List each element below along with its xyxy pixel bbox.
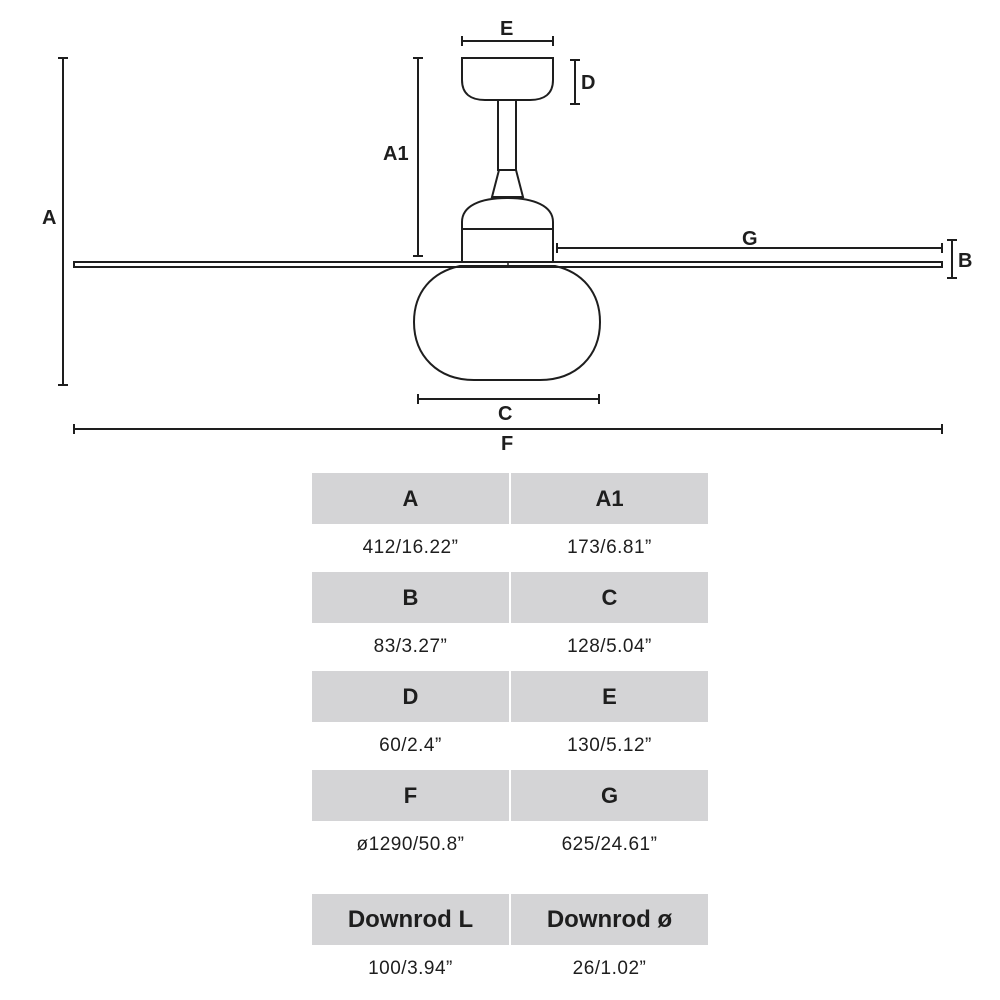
downrod-outline: [497, 99, 517, 171]
spec-header-row: A A1: [312, 473, 708, 524]
label-e: E: [500, 18, 513, 40]
spec-header-a: A: [312, 473, 509, 524]
spec-header-downrod-length: Downrod L: [312, 894, 509, 945]
spec-header-g: G: [511, 770, 708, 821]
label-g: G: [742, 228, 758, 250]
spec-value-row: 83/3.27” 128/5.04”: [312, 623, 708, 671]
spec-value-downrod-diameter: 26/1.02”: [511, 945, 708, 993]
spec-header-downrod-diameter: Downrod ø: [511, 894, 708, 945]
spec-header-e: E: [511, 671, 708, 722]
light-globe-outline: [412, 265, 602, 381]
spec-header-row: B C: [312, 572, 708, 623]
dimension-spec-table: A A1 412/16.22” 173/6.81” B C 83/3.27” 1…: [312, 473, 708, 993]
spec-value-downrod-length: 100/3.94”: [312, 945, 509, 993]
spec-value-row: ø1290/50.8” 625/24.61”: [312, 821, 708, 869]
spec-header-f: F: [312, 770, 509, 821]
spec-value-row: 412/16.22” 173/6.81”: [312, 524, 708, 572]
spec-value-f: ø1290/50.8”: [312, 821, 509, 869]
label-a: A: [42, 207, 56, 229]
label-c: C: [498, 403, 512, 425]
spec-value-c: 128/5.04”: [511, 623, 708, 671]
spec-header-d: D: [312, 671, 509, 722]
spec-value-row: 100/3.94” 26/1.02”: [312, 945, 708, 993]
motor-housing-outline: [461, 196, 554, 263]
label-f: F: [501, 433, 513, 455]
label-a1: A1: [383, 143, 409, 165]
spec-spacer: [312, 869, 708, 894]
spec-value-g: 625/24.61”: [511, 821, 708, 869]
motor-collar-outline: [490, 169, 525, 198]
label-d: D: [581, 72, 595, 94]
spec-value-row: 60/2.4” 130/5.12”: [312, 722, 708, 770]
spec-header-row: Downrod L Downrod ø: [312, 894, 708, 945]
spec-header-row: F G: [312, 770, 708, 821]
spec-value-e: 130/5.12”: [511, 722, 708, 770]
spec-value-a: 412/16.22”: [312, 524, 509, 572]
ceiling-fan-dimension-diagram: A A1 E D G B C F: [42, 18, 972, 455]
spec-header-a1: A1: [511, 473, 708, 524]
label-b: B: [958, 250, 972, 272]
canopy-outline: [461, 57, 554, 101]
spec-value-b: 83/3.27”: [312, 623, 509, 671]
spec-value-d: 60/2.4”: [312, 722, 509, 770]
spec-header-b: B: [312, 572, 509, 623]
spec-header-c: C: [511, 572, 708, 623]
spec-value-a1: 173/6.81”: [511, 524, 708, 572]
spec-header-row: D E: [312, 671, 708, 722]
